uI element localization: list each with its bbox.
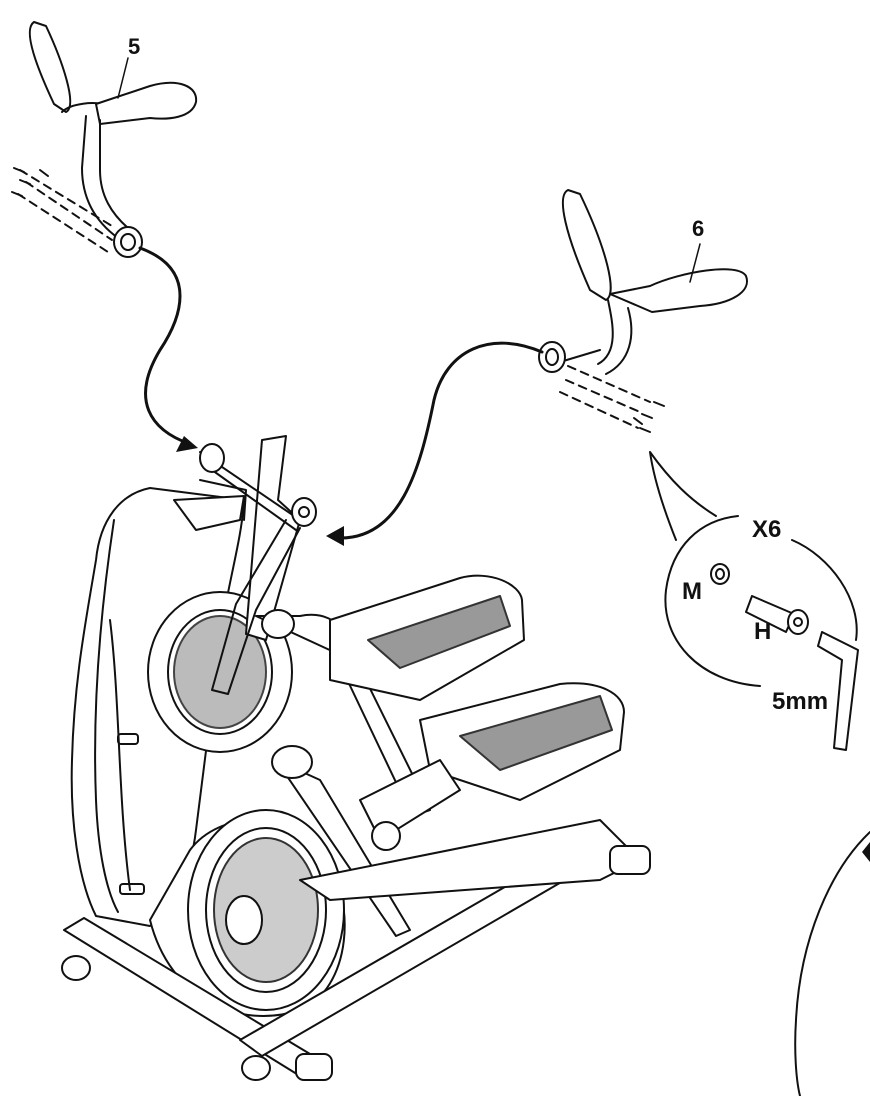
machine-frame <box>61 435 651 1081</box>
part-6-leader <box>689 243 701 283</box>
part-number-6: 6 <box>692 216 705 241</box>
callout-leader <box>649 451 717 541</box>
washer-icon <box>710 563 730 585</box>
left-upper-arm <box>28 21 198 258</box>
detail-circle-partial <box>794 831 870 1096</box>
left-bolts-dashed <box>17 169 113 253</box>
left-bolts <box>11 167 49 197</box>
bolt-label: H <box>754 618 772 645</box>
part-number-5: 5 <box>128 34 141 59</box>
right-upper-arm <box>538 189 748 375</box>
washer-label: M <box>682 578 702 605</box>
right-bolts <box>633 401 665 433</box>
left-arrow-head <box>176 436 198 452</box>
part-5-leader <box>117 57 129 99</box>
detail-circle-mark <box>862 842 870 862</box>
hex-key-icon <box>817 631 859 751</box>
right-bolts-dashed <box>559 365 651 429</box>
callout-bubble <box>664 515 858 687</box>
right-arm-arrow <box>336 341 544 540</box>
hardware-quantity-label: X6 <box>752 516 782 543</box>
hex-key-size-label: 5mm <box>772 688 829 715</box>
left-arm-arrow <box>138 246 192 446</box>
right-arrow-head <box>326 526 344 546</box>
bolt-icon <box>745 595 809 635</box>
